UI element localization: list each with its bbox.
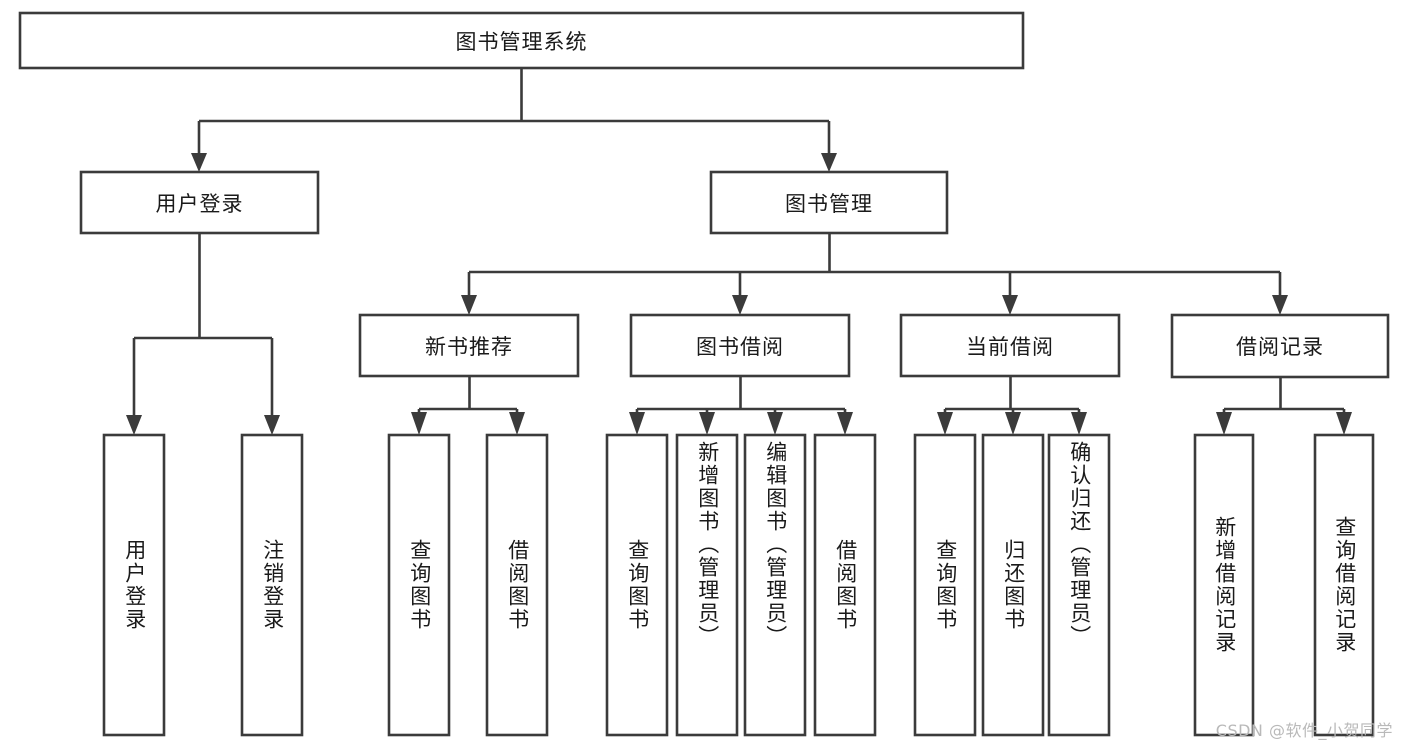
arrow-head-icon [1216, 412, 1232, 435]
node-box-leaf-edit-book[interactable] [743, 433, 807, 737]
arrow-head-icon [837, 412, 853, 435]
node-box-user-login[interactable] [79, 170, 320, 235]
connector-group-new-book-rec [411, 376, 525, 435]
arrow-head-icon [1005, 412, 1021, 435]
connector-group-book-manage [461, 233, 1288, 315]
node-box-leaf-add-book[interactable] [675, 433, 739, 737]
arrow-head-icon [126, 415, 142, 435]
node-box-leaf-borrow-book-1[interactable] [485, 433, 549, 737]
arrow-head-icon [699, 412, 715, 435]
arrow-head-icon [411, 412, 427, 435]
node-box-current-borrow[interactable] [899, 313, 1121, 378]
arrow-head-icon [732, 295, 748, 315]
node-box-leaf-query-record[interactable] [1313, 433, 1375, 737]
connector-group-user-login [126, 233, 280, 435]
arrow-head-icon [509, 412, 525, 435]
node-box-leaf-query-book-2[interactable] [605, 433, 669, 737]
node-box-leaf-user-login[interactable] [102, 433, 166, 737]
arrow-head-icon [767, 412, 783, 435]
node-box-root[interactable] [18, 11, 1025, 70]
node-box-leaf-logout[interactable] [240, 433, 304, 737]
csdn-watermark: CSDN @软件_小贺同学 [1215, 721, 1393, 740]
arrow-head-icon [1071, 412, 1087, 435]
arrow-head-icon [629, 412, 645, 435]
connector-group-borrow-record [1216, 377, 1352, 435]
connector-group-book-borrow [629, 376, 853, 435]
node-box-new-book-rec[interactable] [358, 313, 580, 378]
arrow-head-icon [1336, 412, 1352, 435]
arrow-head-icon [937, 412, 953, 435]
connector-group-root [191, 68, 837, 172]
node-box-leaf-return-book[interactable] [981, 433, 1045, 737]
arrow-head-icon [1002, 295, 1018, 315]
arrow-head-icon [821, 153, 837, 172]
node-box-leaf-query-book-1[interactable] [387, 433, 451, 737]
node-box-leaf-confirm-return[interactable] [1047, 433, 1111, 737]
node-box-borrow-record[interactable] [1170, 313, 1390, 379]
node-box-book-manage[interactable] [709, 170, 949, 235]
connector-group-current-borrow [937, 376, 1087, 435]
node-box-leaf-add-record[interactable] [1193, 433, 1255, 737]
arrow-head-icon [191, 153, 207, 172]
node-box-leaf-query-book-3[interactable] [913, 433, 977, 737]
node-box-leaf-borrow-book-2[interactable] [813, 433, 877, 737]
arrow-head-icon [264, 415, 280, 435]
arrow-head-icon [461, 295, 477, 315]
arrow-head-icon [1272, 295, 1288, 315]
node-box-book-borrow[interactable] [629, 313, 851, 378]
